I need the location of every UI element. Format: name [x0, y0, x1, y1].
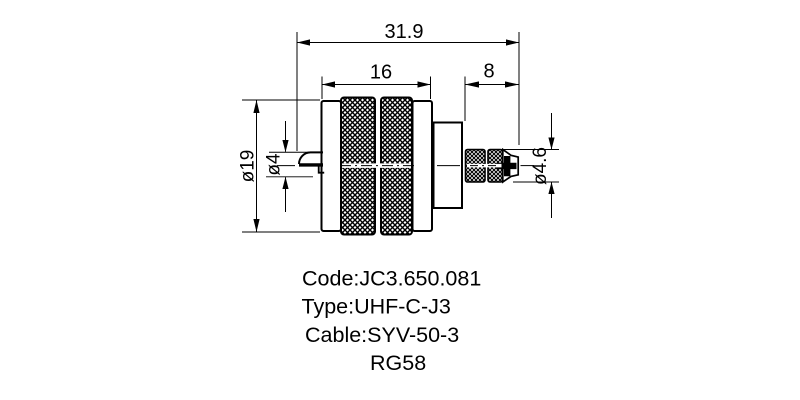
dim-pin-diameter-label: ø4: [264, 153, 285, 176]
dim-overall-length: 31.9: [296, 21, 520, 151]
coupling-front-rim: [320, 100, 342, 232]
center-contact: [298, 151, 325, 174]
dim-pin-diameter: ø4: [264, 121, 313, 212]
caption-cable-alt: RG58: [370, 351, 426, 375]
dim-cable-entry-diameter-label: ø4.6: [530, 147, 551, 185]
caption-type: Type:UHF-C-J3: [302, 295, 451, 319]
dim-coupling-length-label: 16: [370, 62, 392, 84]
dim-body-diameter: ø19: [238, 99, 320, 233]
caption-block: Code:JC3.650.081 Type:UHF-C-J3 Cable:SYV…: [302, 267, 482, 376]
dim-overall-length-label: 31.9: [385, 21, 424, 43]
dim-coupling-length: 16: [321, 62, 431, 99]
dim-body-diameter-label: ø19: [238, 150, 259, 183]
dim-cable-entry-diameter: ø4.6: [501, 113, 559, 218]
coupling-rear-rim: [411, 100, 433, 232]
caption-code: Code:JC3.650.081: [302, 267, 481, 291]
clamp-slot-cross: [497, 156, 517, 177]
caption-cable: Cable:SYV-50-3: [305, 323, 459, 347]
dim-rear-length: 8: [464, 61, 519, 121]
dim-rear-length-label: 8: [483, 61, 494, 83]
